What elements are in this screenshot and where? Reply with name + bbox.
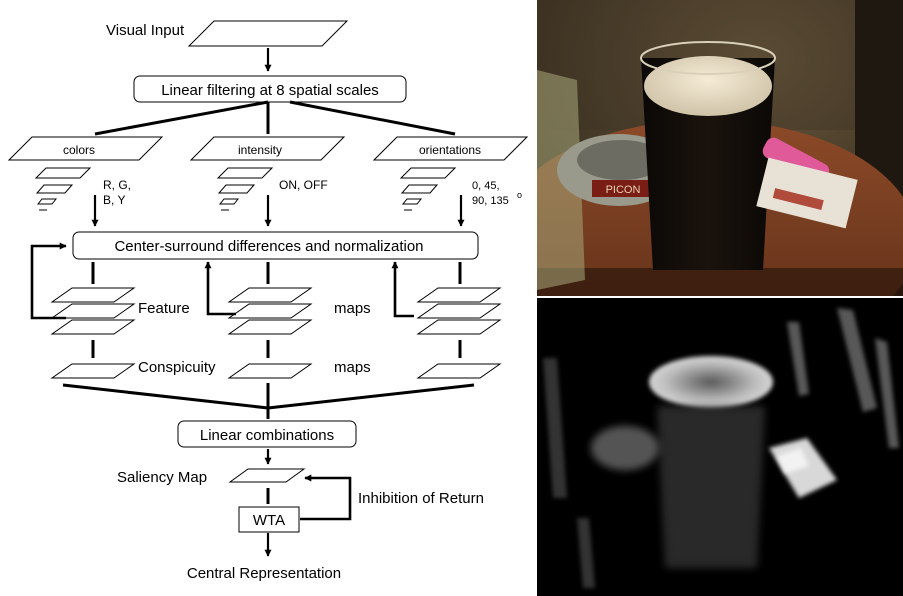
center-surround-label: Center-surround differences and normaliz… <box>114 238 423 255</box>
merge-line-orientations <box>267 383 475 410</box>
pint-foam <box>644 56 772 116</box>
colors-values-line1: R, G, <box>103 178 131 192</box>
saliency-glass-region <box>657 406 765 568</box>
center-surround-box <box>72 231 479 260</box>
orientations-conspicuity-map <box>416 363 502 379</box>
wta-label: WTA <box>253 512 285 529</box>
feature-label: Feature <box>138 300 190 317</box>
colors-values-line2: B, Y <box>103 193 125 207</box>
intensity-pyramid <box>216 167 274 211</box>
saliency-lighter-region <box>777 448 809 474</box>
orientations-degree-sign: o <box>517 190 522 200</box>
inhibition-of-return-arrow <box>300 474 352 521</box>
ashtray-inner <box>577 140 665 180</box>
visual-input-label: Visual Input <box>106 22 185 39</box>
orientations-plane <box>372 136 529 161</box>
colors-pyramid <box>34 167 92 211</box>
photo-panel: PICON <box>537 0 903 296</box>
colors-plane <box>7 136 164 161</box>
intensity-values-line1: ON, OFF <box>279 178 328 192</box>
colors-feature-maps <box>50 287 136 335</box>
intensity-conspicuity-map <box>227 363 313 379</box>
intensity-label: intensity <box>238 143 282 157</box>
colors-conspicuity-map <box>50 363 136 379</box>
cigarette-pack-stripe <box>772 188 824 210</box>
feedback-arrow-orientations <box>391 261 414 318</box>
pub-table-photo: PICON <box>537 0 903 296</box>
linear-combinations-label: Linear combinations <box>200 427 334 444</box>
saliency-map-label: Saliency Map <box>117 469 207 486</box>
saliency-foam-region <box>649 356 773 408</box>
orientations-label: orientations <box>419 143 481 157</box>
saliency-ashtray-region <box>591 426 659 470</box>
saliency-output-image <box>537 298 903 596</box>
ashtray-sign <box>592 180 654 197</box>
table-edge-shadow <box>537 268 903 296</box>
ashtray-sign-text: PICON <box>606 184 641 196</box>
branch-line-colors <box>94 100 269 136</box>
merge-line-colors <box>62 383 269 410</box>
saliency-panel <box>537 298 903 596</box>
inhibition-of-return-label: Inhibition of Return <box>358 490 484 507</box>
saliency-left-streaks <box>543 358 595 588</box>
feedback-arrow-intensity <box>204 261 236 316</box>
attention-model-diagram: Visual Input Linear filtering at 8 spati… <box>7 20 529 582</box>
cigarette-pack <box>756 157 858 229</box>
panel-divider <box>537 296 903 298</box>
central-representation-label: Central Representation <box>187 565 341 582</box>
orientations-values-line2: 90, 135 <box>472 195 509 207</box>
feedback-arrow-colors <box>30 242 67 320</box>
orientations-feature-maps <box>416 287 502 335</box>
linear-combinations-box <box>177 420 357 448</box>
feature-maps-label: maps <box>334 300 371 317</box>
visual-input-plane <box>187 20 349 47</box>
saliency-right-streaks <box>787 308 899 448</box>
conspicuity-label: Conspicuity <box>138 359 216 376</box>
orientations-pyramid <box>399 167 457 211</box>
linear-filtering-label: Linear filtering at 8 spatial scales <box>161 82 379 99</box>
conspicuity-maps-label: maps <box>334 359 371 376</box>
intensity-feature-maps <box>227 287 313 335</box>
pint-rim <box>640 41 776 75</box>
saliency-map-plane <box>228 468 306 483</box>
colors-label: colors <box>63 143 95 157</box>
linear-filtering-box <box>133 75 407 103</box>
intensity-plane <box>189 136 346 161</box>
branch-line-orientations <box>289 100 456 136</box>
orientations-values-line1: 0, 45, <box>472 180 500 192</box>
wta-box <box>238 506 300 533</box>
